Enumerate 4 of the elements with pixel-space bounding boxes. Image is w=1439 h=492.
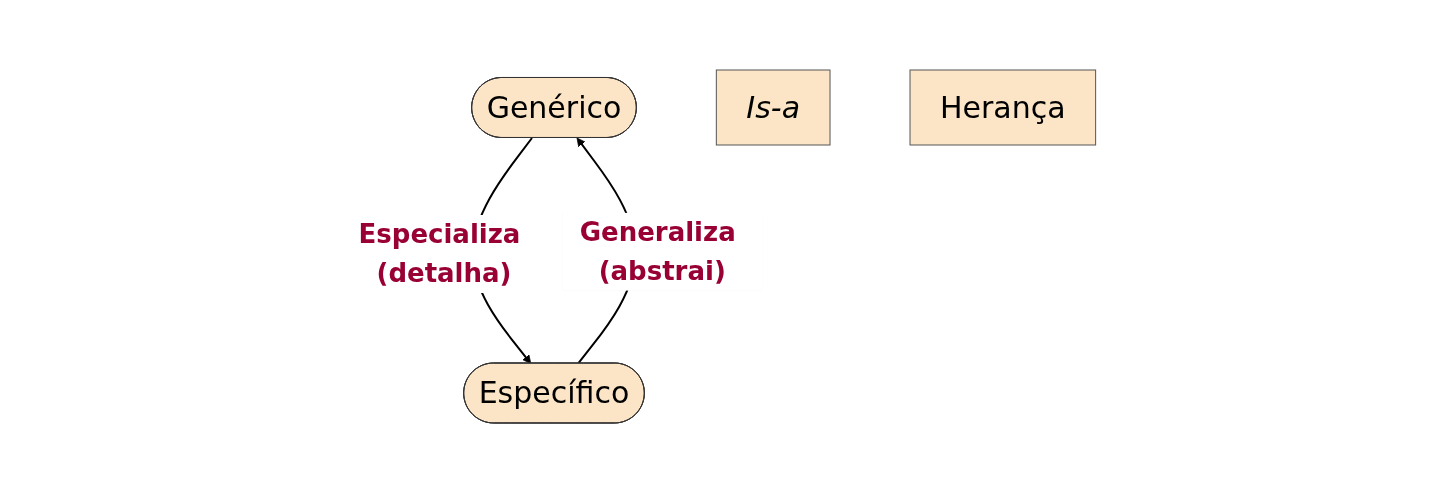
edge-label: Especializa (detalha) (358, 218, 521, 288)
node-box: Is-a (715, 69, 831, 145)
edge-label: Generaliza (abstrai) (579, 216, 736, 286)
node-box: Herança (909, 69, 1096, 145)
